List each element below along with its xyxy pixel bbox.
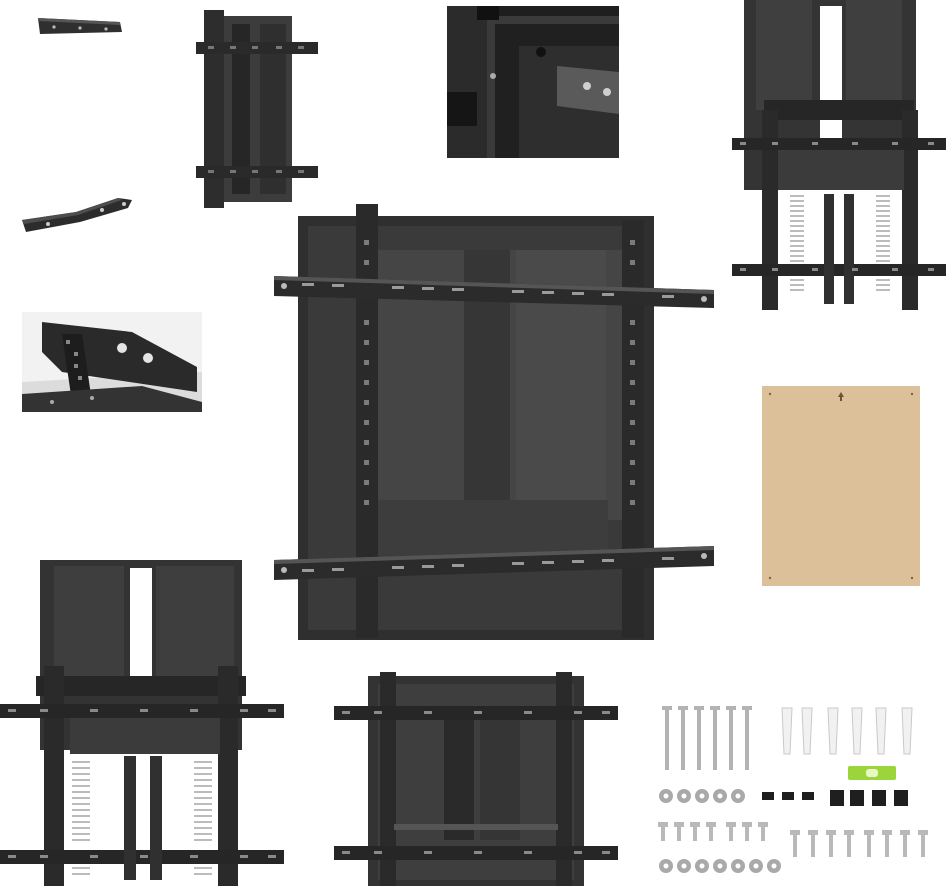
small-bracket-image <box>34 12 126 40</box>
main-mount-image <box>272 200 716 648</box>
frame-side-image <box>196 6 318 212</box>
hinge-detail-image <box>22 312 202 412</box>
corner-detail-image <box>447 6 619 158</box>
hardware-kit-image <box>652 700 944 886</box>
template-board-image <box>760 384 922 588</box>
angled-bracket-image <box>18 190 136 242</box>
lift-open-image <box>732 0 946 314</box>
lift-closed-image <box>334 670 618 888</box>
lift-front-image <box>0 556 284 888</box>
